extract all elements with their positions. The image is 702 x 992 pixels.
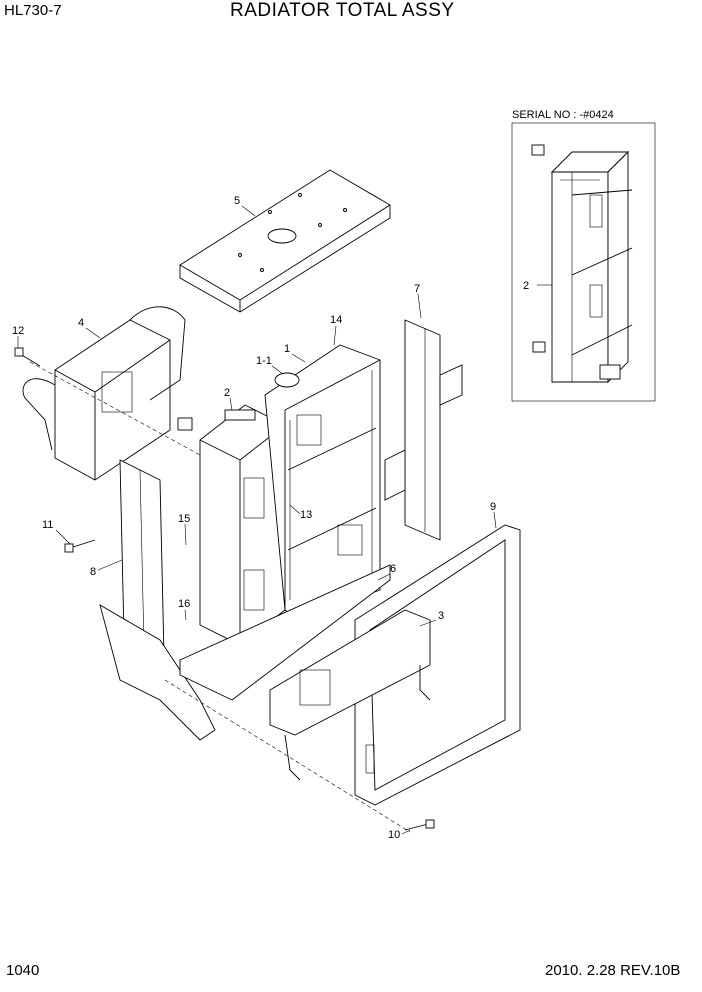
callouts: 1 1-1 2 3 4 5 6 7 8 9 10 11 12 13 14 15 <box>12 195 497 841</box>
callout-7: 7 <box>414 283 420 295</box>
part-1-radiator <box>264 344 381 621</box>
callout-11: 11 <box>42 519 53 531</box>
revision-info: 2010. 2.28 REV.10B <box>545 962 681 979</box>
callout-1-1: 1-1 <box>256 355 272 367</box>
part-12-bolt <box>14 347 41 367</box>
part-9-shroud-frame <box>354 524 521 806</box>
callout-2: 2 <box>224 387 230 399</box>
callout-13: 13 <box>300 509 312 521</box>
callout-12: 12 <box>12 325 24 337</box>
page-title: RADIATOR TOTAL ASSY <box>230 0 455 21</box>
serial-inset: SERIAL NO : -#0424 2 <box>511 109 656 402</box>
part-7-side-bracket <box>384 319 463 541</box>
page-number: 1040 <box>6 962 40 979</box>
model-number: HL730-7 <box>4 2 62 19</box>
part-10-bolt <box>404 819 435 831</box>
part-4-intercooler <box>22 306 186 481</box>
part-3-oil-cooler <box>269 609 431 781</box>
serial-label: SERIAL NO : -#0424 <box>512 109 614 121</box>
callout-10: 10 <box>388 829 400 841</box>
part-11-bolt <box>64 539 96 553</box>
callout-16: 16 <box>178 598 190 610</box>
callout-1: 1 <box>284 343 290 355</box>
part-6-lower-frame <box>179 564 391 701</box>
callout-6: 6 <box>390 563 396 575</box>
callout-8: 8 <box>90 566 96 578</box>
part-8-side-bracket <box>99 459 216 741</box>
assembly-lines <box>29 361 411 833</box>
part-5-top-cover <box>179 169 391 313</box>
inset-callout-2: 2 <box>523 280 529 292</box>
callout-14: 14 <box>330 314 342 326</box>
callout-4: 4 <box>78 317 84 329</box>
callout-15: 15 <box>178 513 190 525</box>
callout-9: 9 <box>490 501 496 513</box>
callout-3: 3 <box>438 610 444 622</box>
callout-5: 5 <box>234 195 240 207</box>
